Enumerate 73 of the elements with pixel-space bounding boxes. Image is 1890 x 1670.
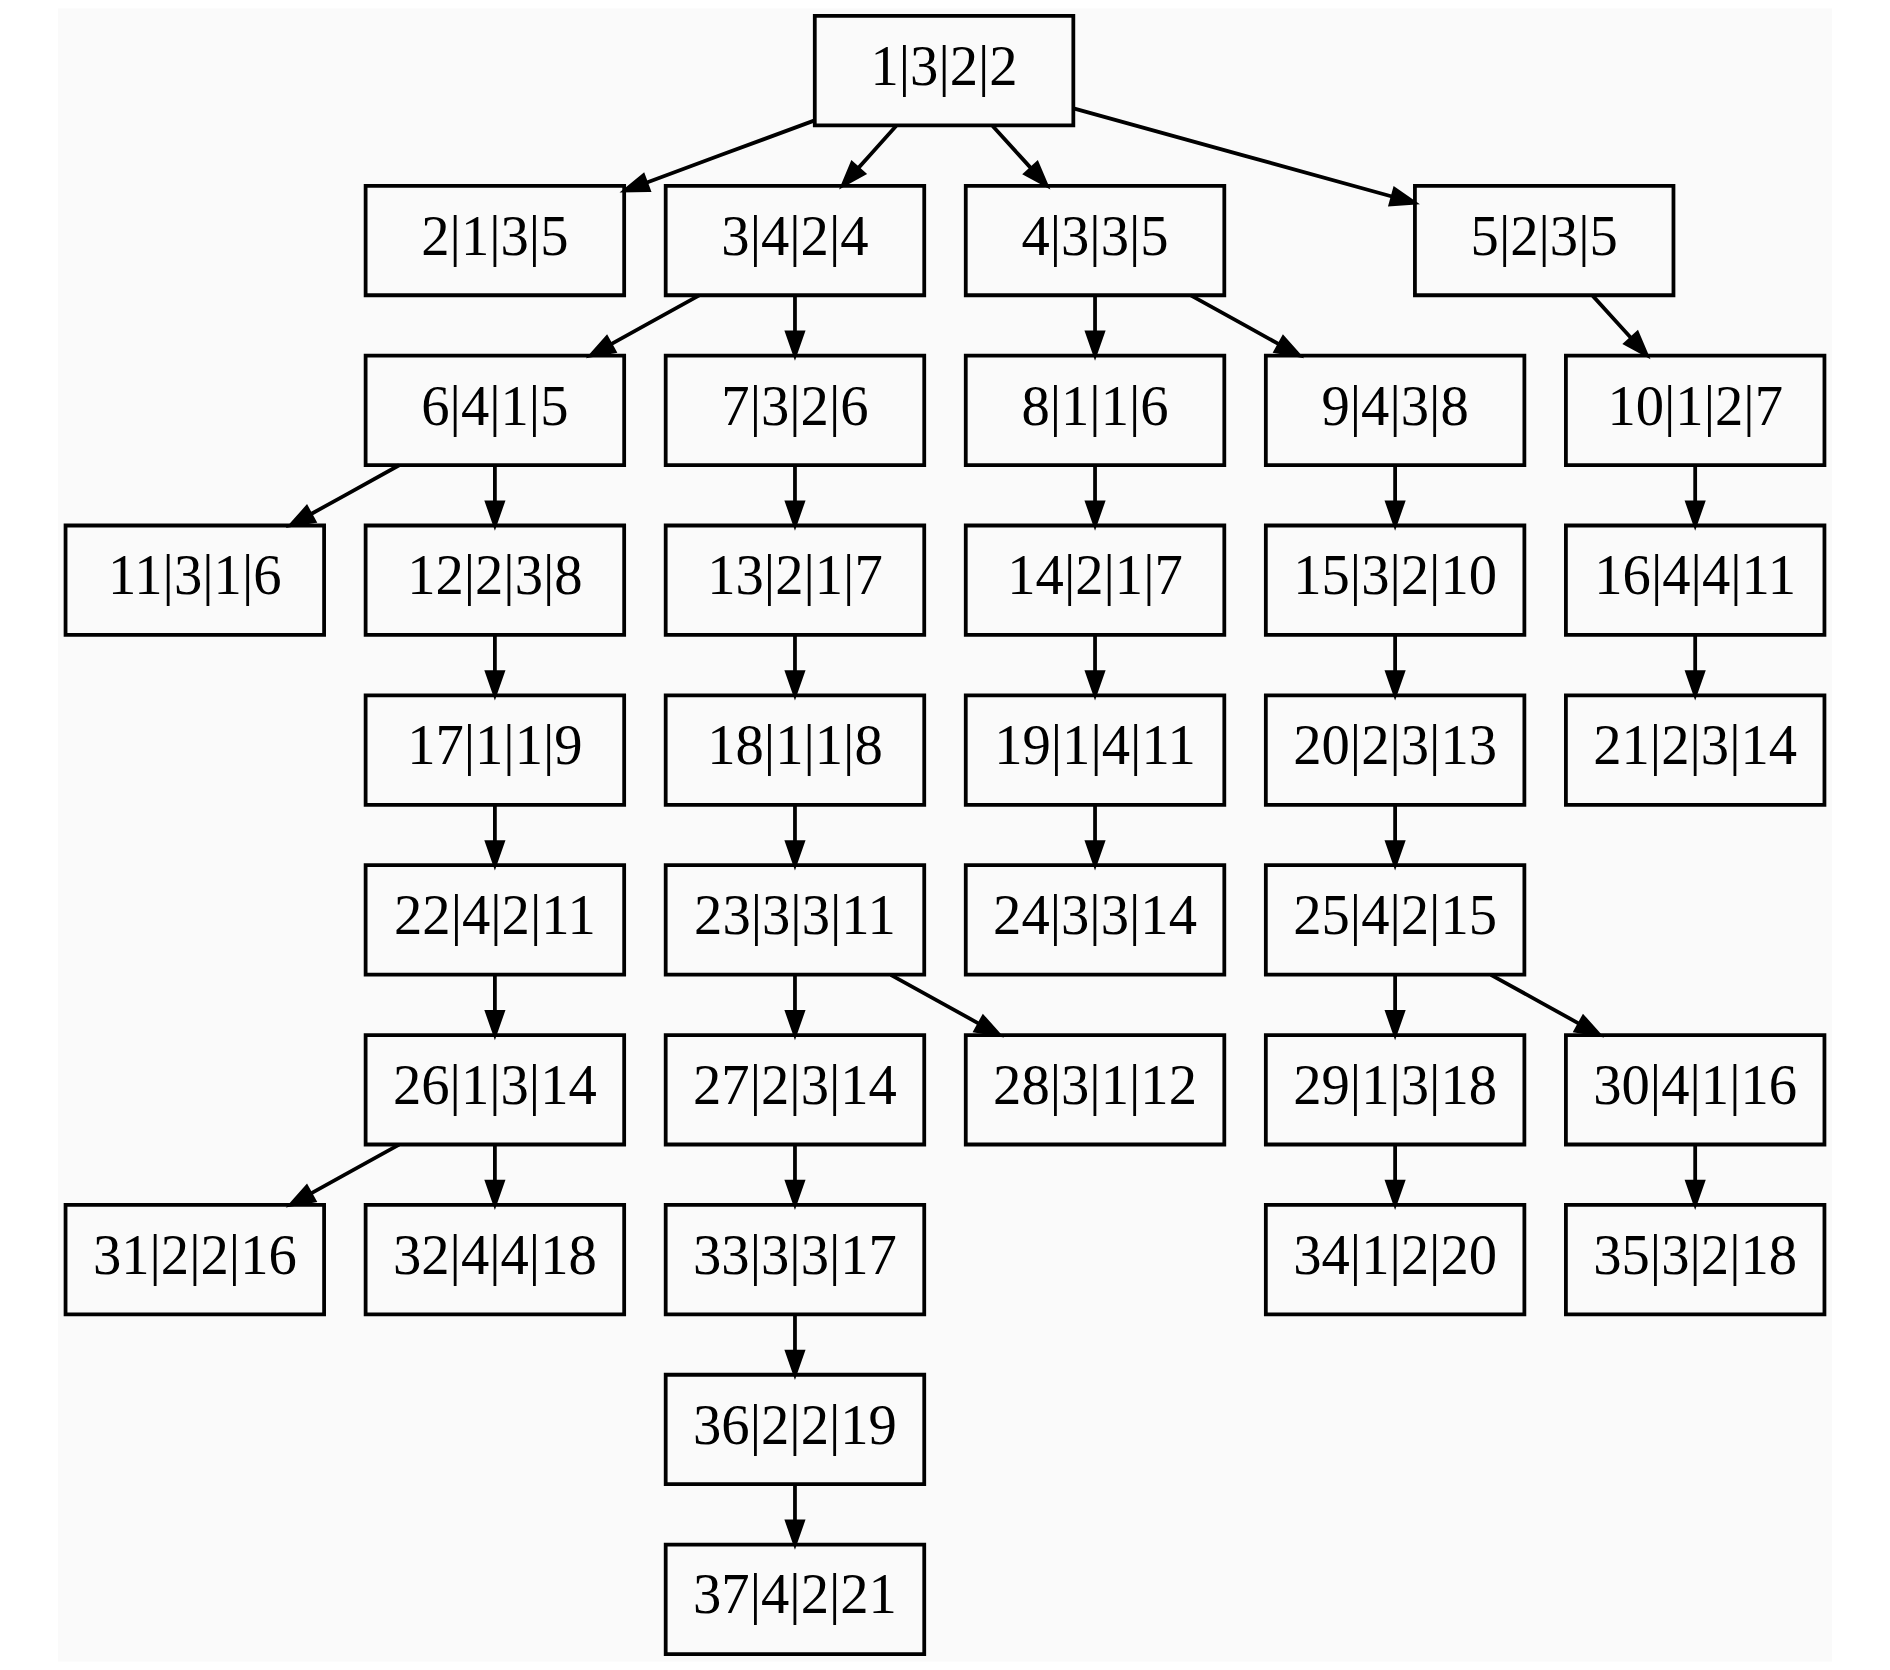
arrow — [484, 975, 506, 1041]
arrow — [1684, 465, 1706, 531]
arrow — [784, 1315, 806, 1380]
arrow — [285, 463, 401, 529]
arrow — [784, 635, 806, 701]
node-box: 32|4|4|18 — [363, 1203, 627, 1317]
node-box: 3|4|2|4 — [663, 183, 927, 298]
node-box: 15|3|2|10 — [1263, 523, 1527, 637]
node-box: 14|2|1|7 — [963, 523, 1227, 637]
arrow — [1384, 805, 1406, 871]
arrow — [1084, 635, 1106, 701]
arrow — [889, 973, 1005, 1038]
arrow — [784, 1145, 806, 1211]
node-box: 9|4|3|8 — [1263, 353, 1527, 467]
arrow — [784, 465, 806, 531]
node-box: 7|3|2|6 — [663, 353, 927, 467]
node-box: 22|4|2|11 — [363, 863, 627, 977]
node-box: 12|2|3|8 — [363, 523, 627, 637]
node-box: 35|3|2|18 — [1564, 1203, 1827, 1317]
arrow — [1084, 295, 1106, 361]
node-box: 28|3|1|12 — [963, 1033, 1227, 1147]
arrow — [1073, 106, 1420, 207]
arrow — [1489, 973, 1605, 1038]
node-box: 36|2|2|19 — [663, 1372, 927, 1487]
arrow — [1384, 635, 1406, 701]
node-box: 19|1|4|11 — [963, 693, 1227, 807]
arrow — [285, 1143, 401, 1208]
arrow — [1684, 635, 1706, 701]
node-box: 11|3|1|6 — [63, 523, 326, 637]
arrow — [484, 1145, 506, 1211]
arrow — [1384, 465, 1406, 531]
node-box: 37|4|2|21 — [663, 1542, 927, 1656]
arrow — [1684, 1145, 1706, 1211]
node-box: 1|3|2|2 — [812, 14, 1076, 128]
node-box: 33|3|3|17 — [663, 1203, 927, 1317]
node-box: 13|2|1|7 — [663, 523, 927, 637]
node-box: 21|2|3|14 — [1564, 693, 1827, 807]
arrow — [484, 805, 506, 871]
arrow — [1189, 293, 1305, 359]
arrow — [1591, 294, 1651, 360]
node-box: 27|2|3|14 — [663, 1033, 927, 1147]
node-box: 29|1|3|18 — [1263, 1033, 1527, 1147]
arrow — [484, 465, 506, 531]
node-box: 25|4|2|15 — [1263, 863, 1527, 977]
arrow — [619, 118, 816, 193]
arrow — [784, 1484, 806, 1550]
arrow — [1084, 805, 1106, 871]
node-box: 30|4|1|16 — [1564, 1033, 1827, 1147]
arrow — [784, 295, 806, 361]
arrow — [1384, 975, 1406, 1041]
arrow — [484, 635, 506, 701]
node-box: 24|3|3|14 — [963, 863, 1227, 977]
arrow — [784, 975, 806, 1041]
arrow — [839, 124, 898, 190]
node-box: 5|2|3|5 — [1413, 183, 1676, 298]
node-box: 18|1|1|8 — [663, 693, 927, 807]
arrow — [585, 293, 701, 359]
arrow — [784, 805, 806, 871]
node-box: 34|1|2|20 — [1263, 1203, 1527, 1317]
node-box: 8|1|1|6 — [963, 353, 1227, 467]
node-box: 26|1|3|14 — [363, 1033, 627, 1147]
node-box: 6|4|1|5 — [363, 353, 627, 467]
arrow — [991, 124, 1051, 190]
arrow — [1084, 465, 1106, 531]
node-box: 23|3|3|11 — [663, 863, 927, 977]
node-box: 17|1|1|9 — [363, 693, 627, 807]
node-box: 16|4|4|11 — [1564, 523, 1827, 637]
node-box: 10|1|2|7 — [1564, 353, 1827, 467]
node-box: 31|2|2|16 — [63, 1203, 326, 1317]
node-box: 20|2|3|13 — [1263, 693, 1527, 807]
node-box: 4|3|3|5 — [963, 183, 1227, 298]
arrow — [1384, 1145, 1406, 1211]
node-box: 2|1|3|5 — [363, 183, 627, 298]
